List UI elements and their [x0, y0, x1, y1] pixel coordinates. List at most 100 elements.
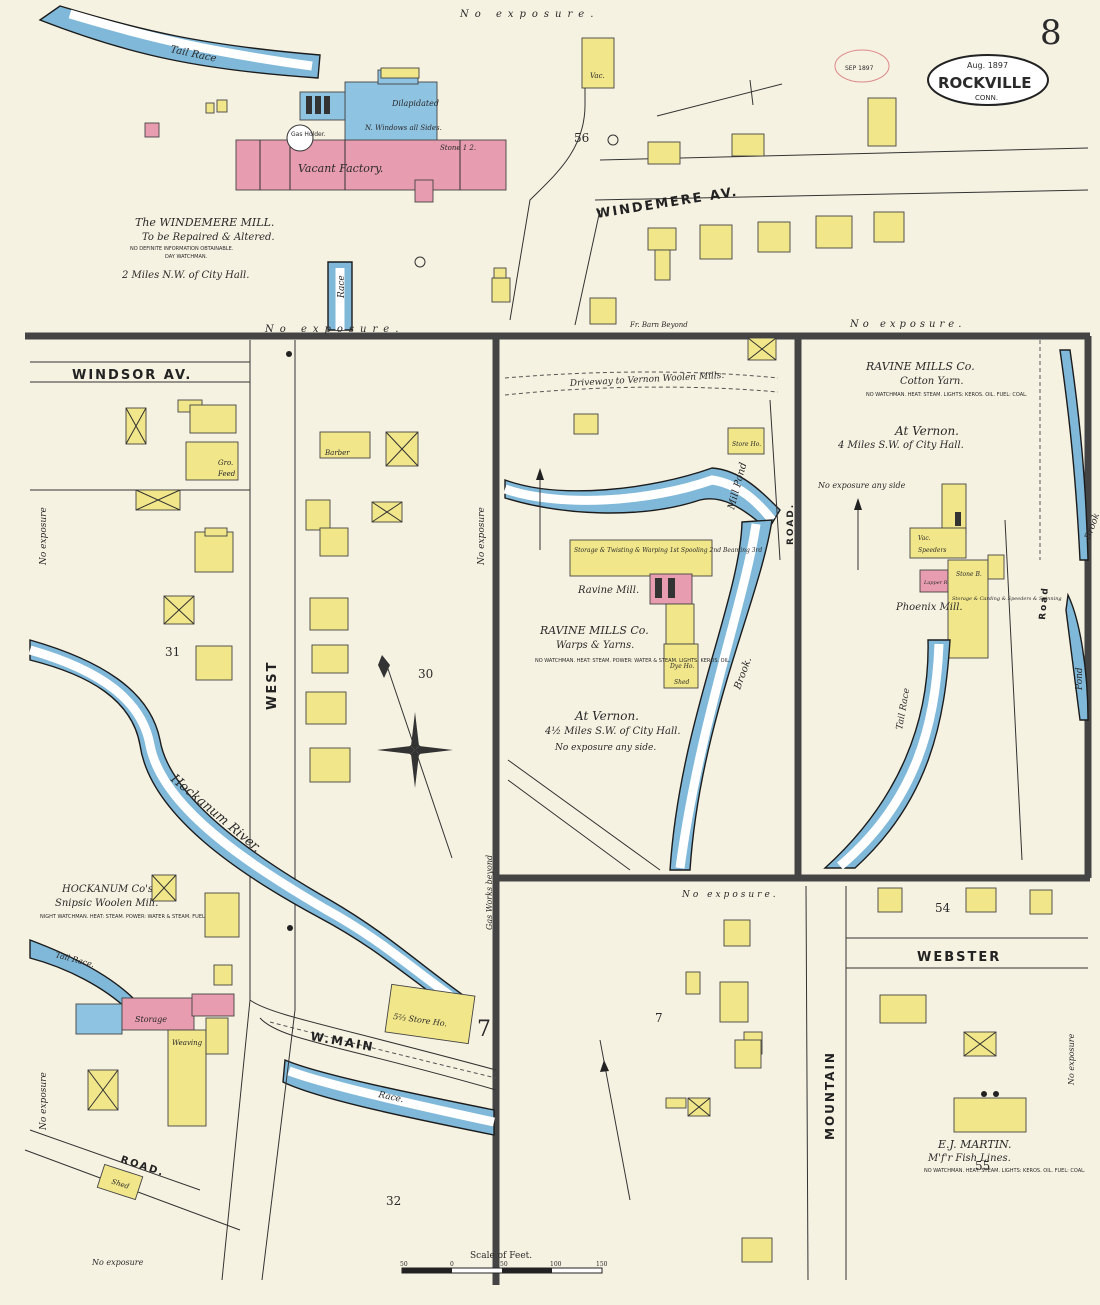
no-exposure-top: No exposure. [459, 9, 599, 20]
fr-barn-label: Fr. Barn Beyond [629, 321, 688, 329]
title-cartouche: Aug. 1897 ROCKVILLE CONN. [927, 54, 1049, 106]
webster-street: WEBSTER [846, 937, 1088, 969]
tail-race-top: Tail Race [38, 5, 321, 79]
ravine-product: Warps & Yarns. [556, 640, 634, 651]
scale-label: Scale of Feet. [470, 1251, 532, 1261]
sheet-state: CONN. [975, 94, 998, 102]
hydrant-icon [607, 134, 619, 146]
hockanum-note: NIGHT WATCHMAN. HEAT: STEAM. POWER: WATE… [40, 914, 224, 920]
windemere-buildings: Vac. [491, 37, 905, 325]
vacant-factory [235, 139, 507, 191]
no-exposure-left: No exposure [39, 507, 49, 566]
ravine-no-exposure: No exposure any side. [554, 743, 656, 753]
block-7: 7 [655, 1011, 663, 1025]
windemere-line2: To be Repaired & Altered. [142, 232, 275, 243]
ravine-distance: 4½ Miles S.W. of City Hall. [544, 726, 681, 737]
hockanum-mill: HOCKANUM Co's. Snipsic Woolen Mill. NIGH… [29, 874, 240, 1127]
phoenix-company: RAVINE MILLS Co. [865, 360, 975, 373]
road-right-label: Road [1038, 586, 1051, 620]
stone-mill-building [344, 81, 438, 143]
race-top: Race [327, 261, 353, 331]
block-31: 31 [165, 645, 180, 659]
scale-tick-4: 150 [596, 1261, 608, 1268]
block-7-border: 7 [477, 1017, 491, 1042]
webster-label: WEBSTER [917, 950, 1001, 965]
gas-works-label: Gas Works beyond [485, 855, 494, 930]
west-label: WEST [265, 661, 280, 710]
block-55: 55 [975, 1159, 990, 1173]
scale-tick-0: 50 [400, 1261, 408, 1268]
no-exposure-mid: No exposure. [264, 324, 404, 335]
stamp-text: SEP 1897 [845, 65, 874, 72]
barber-label: Barber [324, 449, 350, 457]
phoenix-speeders-label: Speeders [918, 547, 946, 554]
no-exposure-lower-center: No exposure. [681, 890, 779, 900]
phoenix-mill-section: RAVINE MILLS Co. Cotton Yarn. NO WATCHMA… [817, 340, 1100, 870]
block-56: 56 [574, 131, 589, 145]
vacant-factory-label: Vacant Factory. [298, 162, 383, 175]
vac-label: Vac. [590, 72, 605, 80]
phoenix-vac-label: Vac. [918, 535, 931, 542]
block-32: 32 [386, 1194, 401, 1208]
scale-bar: Scale of Feet. 50 0 50 100 150 [400, 1251, 608, 1274]
mountain-label: MOUNTAIN [823, 1051, 837, 1140]
gro-label: Gro. [218, 459, 233, 467]
hockanum-subtitle: Snipsic Woolen Mill. [55, 898, 158, 909]
dilapidated-label: Dilapidated [391, 99, 439, 108]
ravine-note: NO WATCHMAN. HEAT: STEAM. POWER: WATER &… [535, 658, 731, 664]
ravine-mill-name: Ravine Mill. [577, 585, 639, 596]
block-54: 54 [935, 901, 951, 915]
hockanum-title: HOCKANUM Co's. [61, 884, 156, 895]
phoenix-lapper-label: Lapper Rm. [923, 580, 954, 586]
no-exposure-right: No exposure [1067, 1033, 1076, 1086]
scale-tick-1: 0 [450, 1261, 454, 1268]
ravine-mill-building [569, 539, 713, 577]
no-exposure-mid-right: No exposure. [849, 319, 965, 330]
ravine-dye-ho-label: Dye Ho. [669, 663, 694, 670]
martin-note: NO WATCHMAN. HEAT: STEAM. LIGHTS: KEROS.… [924, 1168, 1086, 1174]
library-stamp: SEP 1897 [834, 49, 890, 83]
no-exposure-lower-left: No exposure [39, 1072, 49, 1131]
sheet-place: ROCKVILLE [938, 74, 1032, 92]
race-label: Race [337, 275, 347, 299]
windsor-av-label: WINDSOR AV. [72, 368, 192, 383]
ravine-company: RAVINE MILLS Co. [539, 624, 649, 637]
phoenix-distance: 4 Miles S.W. of City Hall. [837, 440, 964, 451]
windemere-line5: 2 Miles N.W. of City Hall. [121, 270, 249, 281]
martin-factory [953, 1097, 1027, 1133]
scale-tick-3: 100 [550, 1261, 562, 1268]
road-center-label: ROAD. [786, 503, 796, 545]
ravine-store-ho-label: Store Ho. [732, 441, 761, 448]
no-exposure-bottom: No exposure [91, 1258, 144, 1267]
windemere-title: The WINDEMERE MILL. [135, 216, 274, 229]
windemere-line3: NO DEFINITE INFORMATION OBTAINABLE. [130, 246, 234, 252]
no-exposure-center: No exposure [477, 507, 487, 566]
race-lower: Race. [282, 1058, 495, 1136]
gas-holder-label: Gas Holder. [291, 131, 326, 138]
phoenix-product: Cotton Yarn. [900, 376, 964, 387]
windemere-mill-legend: The WINDEMERE MILL. To be Repaired & Alt… [121, 216, 275, 281]
mountain-west-buildings [599, 919, 773, 1263]
compass-rose [377, 655, 453, 859]
martin-name: E.J. MARTIN. [937, 1138, 1011, 1151]
hydrant-icon [286, 351, 292, 357]
mountain-street: MOUNTAIN [805, 885, 847, 1281]
webster-buildings: E.J. MARTIN. M'f'r Fish Lines. NO WATCHM… [877, 887, 1086, 1174]
stone-label: Stone 1 2. [440, 144, 476, 152]
phoenix-stone-label: Stone B. [956, 571, 982, 578]
sheet-date: Aug. 1897 [967, 61, 1008, 70]
phoenix-location: At Vernon. [894, 424, 959, 438]
ravine-location: At Vernon. [574, 709, 639, 723]
gas-holder [286, 124, 314, 152]
north-arrow-top [656, 79, 783, 117]
storage-building [121, 997, 195, 1031]
scale-tick-2: 50 [500, 1261, 508, 1268]
feed-label: Feed [217, 470, 236, 478]
windsor-av: WINDSOR AV. [30, 361, 250, 383]
section-frames [25, 332, 1092, 1285]
store-house: 5⅔ Store Ho. [384, 983, 476, 1045]
windows-label: N. Windows all Sides. [364, 124, 442, 132]
hydrant-icon [414, 256, 426, 268]
phoenix-storage-label: Storage & Carding & Speeders & Spinning [952, 596, 1062, 602]
